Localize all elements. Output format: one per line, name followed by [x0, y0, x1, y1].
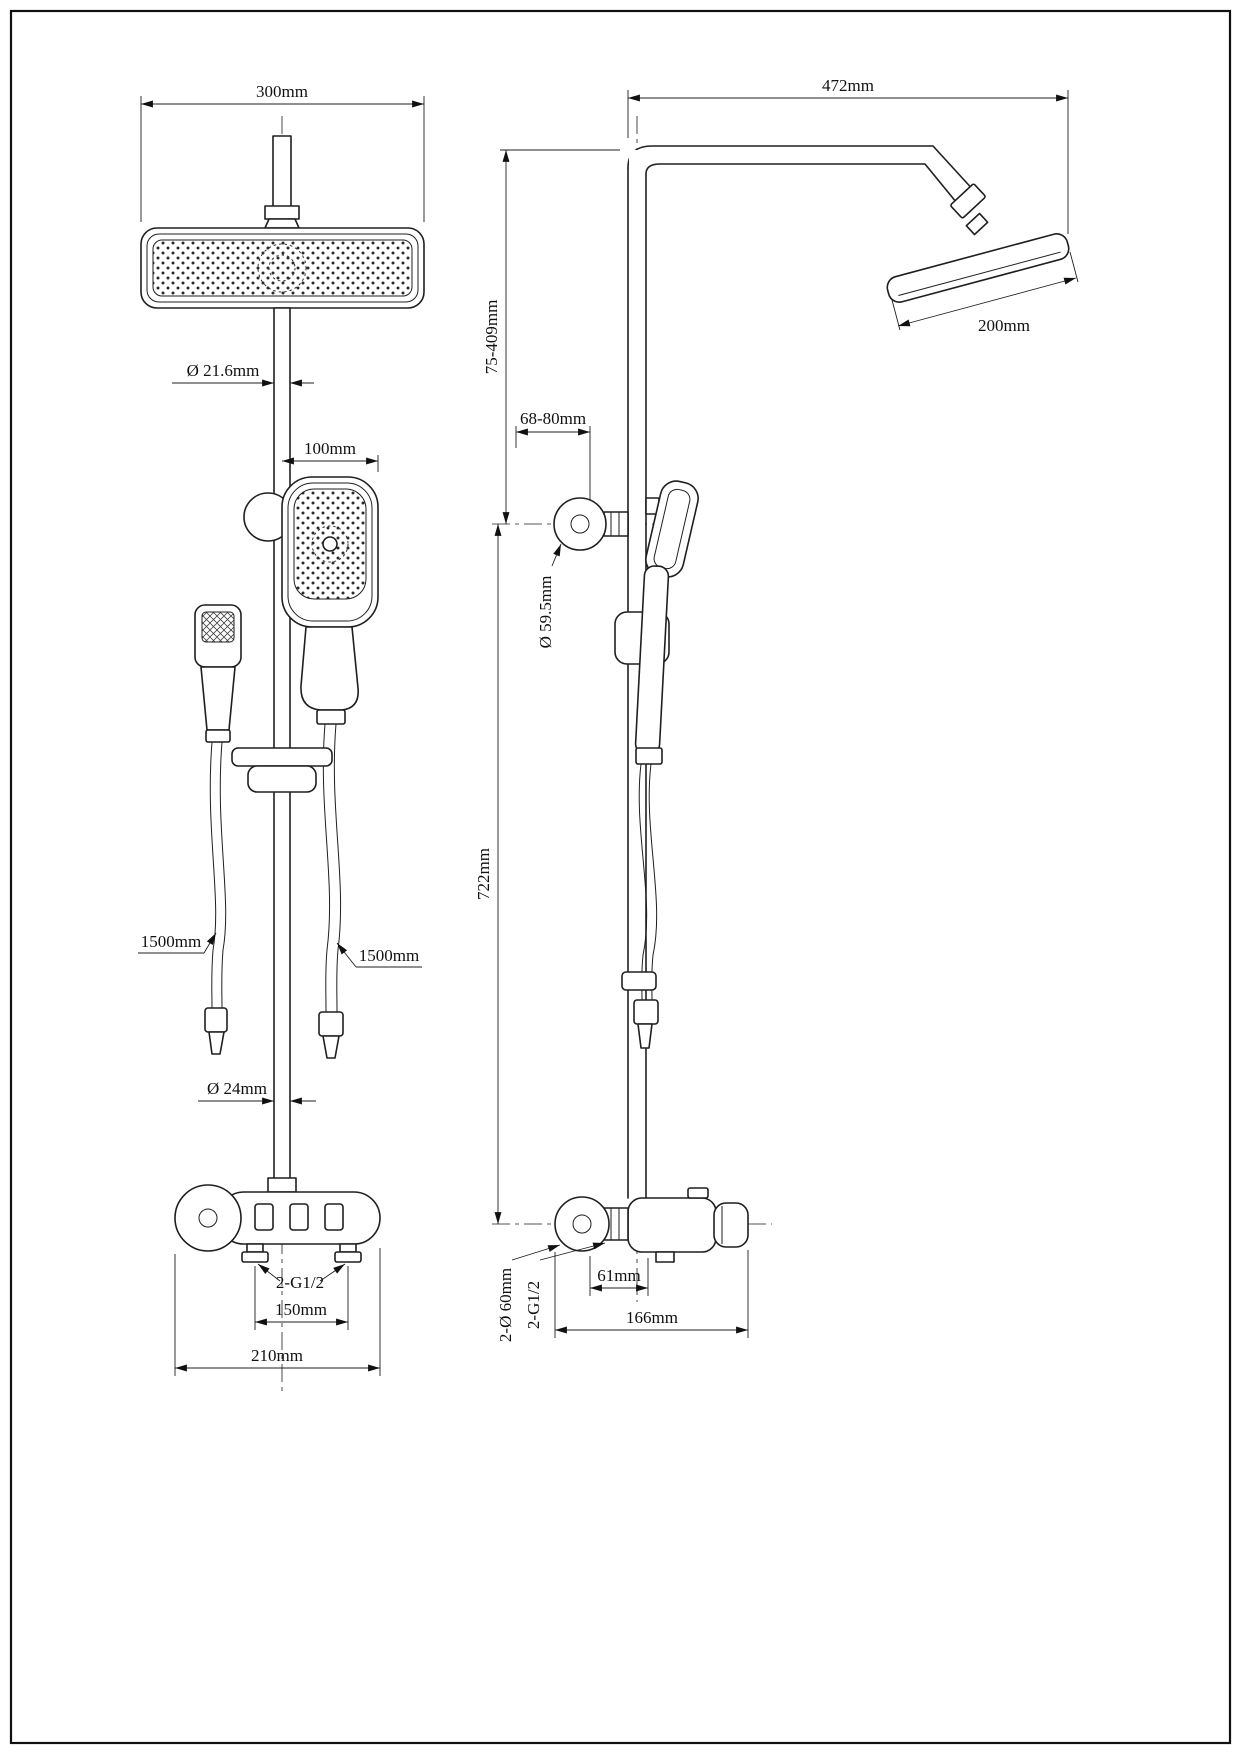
dim-connection-thread: 2-G1/2: [524, 1242, 606, 1329]
dim-escutcheon-diameter: 2-Ø 60mm: [496, 1244, 561, 1342]
dim-bracket-offset: 68-80mm: [515, 409, 591, 500]
mixer-valve-side: [554, 1187, 749, 1263]
dim-text-escutcheon-diameter: 2-Ø 60mm: [496, 1268, 515, 1342]
dim-hose-left: 1500mm: [138, 932, 217, 954]
side-view: 472mm 75-409mm 68-80mm 200mm Ø 59.5mm: [474, 76, 1079, 1342]
dim-text-valve-width: 210mm: [251, 1346, 303, 1365]
dim-text-hose-left: 1500mm: [141, 932, 201, 951]
head-connector-neck: [965, 212, 989, 236]
dim-text-head-width: 300mm: [256, 82, 308, 101]
dim-flange-diameter: Ø 59.5mm: [536, 543, 562, 649]
spray-gun-hose-front: [204, 741, 228, 1055]
overhead-shower-side: [886, 233, 1070, 303]
dim-head-travel: 75-409mm: [482, 149, 620, 524]
dim-pipe-diameter: Ø 21.6mm: [172, 361, 314, 387]
dim-arm-reach: 472mm: [627, 76, 1069, 234]
dim-text-valve-depth: 166mm: [626, 1308, 678, 1327]
dim-text-flange-diameter: Ø 59.5mm: [536, 576, 555, 649]
dim-text-riser-height: 722mm: [474, 848, 493, 900]
dim-hose-right: 1500mm: [336, 942, 422, 968]
dim-head-width: 300mm: [140, 82, 425, 222]
top-pipe-stub: [264, 135, 300, 229]
spray-gun-front: [194, 604, 242, 743]
dim-text-lower-pipe-diameter: Ø 24mm: [207, 1079, 267, 1098]
dim-text-valve-offset: 61mm: [597, 1266, 640, 1285]
wall-bracket-side: [553, 497, 629, 551]
dim-lower-pipe-diameter: Ø 24mm: [198, 1079, 316, 1105]
dim-valve-width: 210mm: [174, 1248, 381, 1376]
mixer-valve-front: [174, 1177, 381, 1263]
shower-arm-side: [627, 145, 977, 209]
dim-text-handshower-width: 100mm: [304, 439, 356, 458]
hand-shower-hose-front: [318, 723, 344, 1059]
dim-text-hose-right: 1500mm: [359, 946, 419, 965]
hand-shower-side: [614, 480, 699, 765]
sheet-border: [9, 9, 1232, 1745]
dim-text-bracket-offset: 68-80mm: [520, 409, 586, 428]
dim-text-inlet-thread: 2-G1/2: [276, 1273, 324, 1292]
front-view: 300mm Ø 21.6mm 100mm 1500mm 1500mm: [138, 82, 425, 1392]
dim-text-head-depth: 200mm: [978, 316, 1030, 335]
hand-shower-front: [243, 476, 379, 725]
dim-text-head-travel: 75-409mm: [482, 300, 501, 375]
dim-text-connection-thread: 2-G1/2: [524, 1281, 543, 1329]
slider-bracket-front: [231, 747, 333, 793]
overhead-shower-front: [140, 227, 425, 309]
dim-valve-depth: 166mm: [554, 1250, 749, 1338]
dim-valve-offset: 61mm: [589, 1256, 649, 1296]
dim-inlet-spacing: 150mm: [254, 1266, 349, 1330]
dim-inlet-thread: 2-G1/2: [257, 1263, 346, 1292]
head-connector-nut: [950, 183, 986, 219]
dim-head-depth: 200mm: [891, 251, 1079, 335]
dim-handshower-width: 100mm: [282, 439, 379, 472]
dim-riser-height: 722mm: [474, 524, 502, 1224]
dim-text-arm-reach: 472mm: [822, 76, 874, 95]
dim-text-inlet-spacing: 150mm: [275, 1300, 327, 1319]
hand-shower-hose-side: [621, 763, 659, 1049]
dim-text-pipe-diameter: Ø 21.6mm: [187, 361, 260, 380]
